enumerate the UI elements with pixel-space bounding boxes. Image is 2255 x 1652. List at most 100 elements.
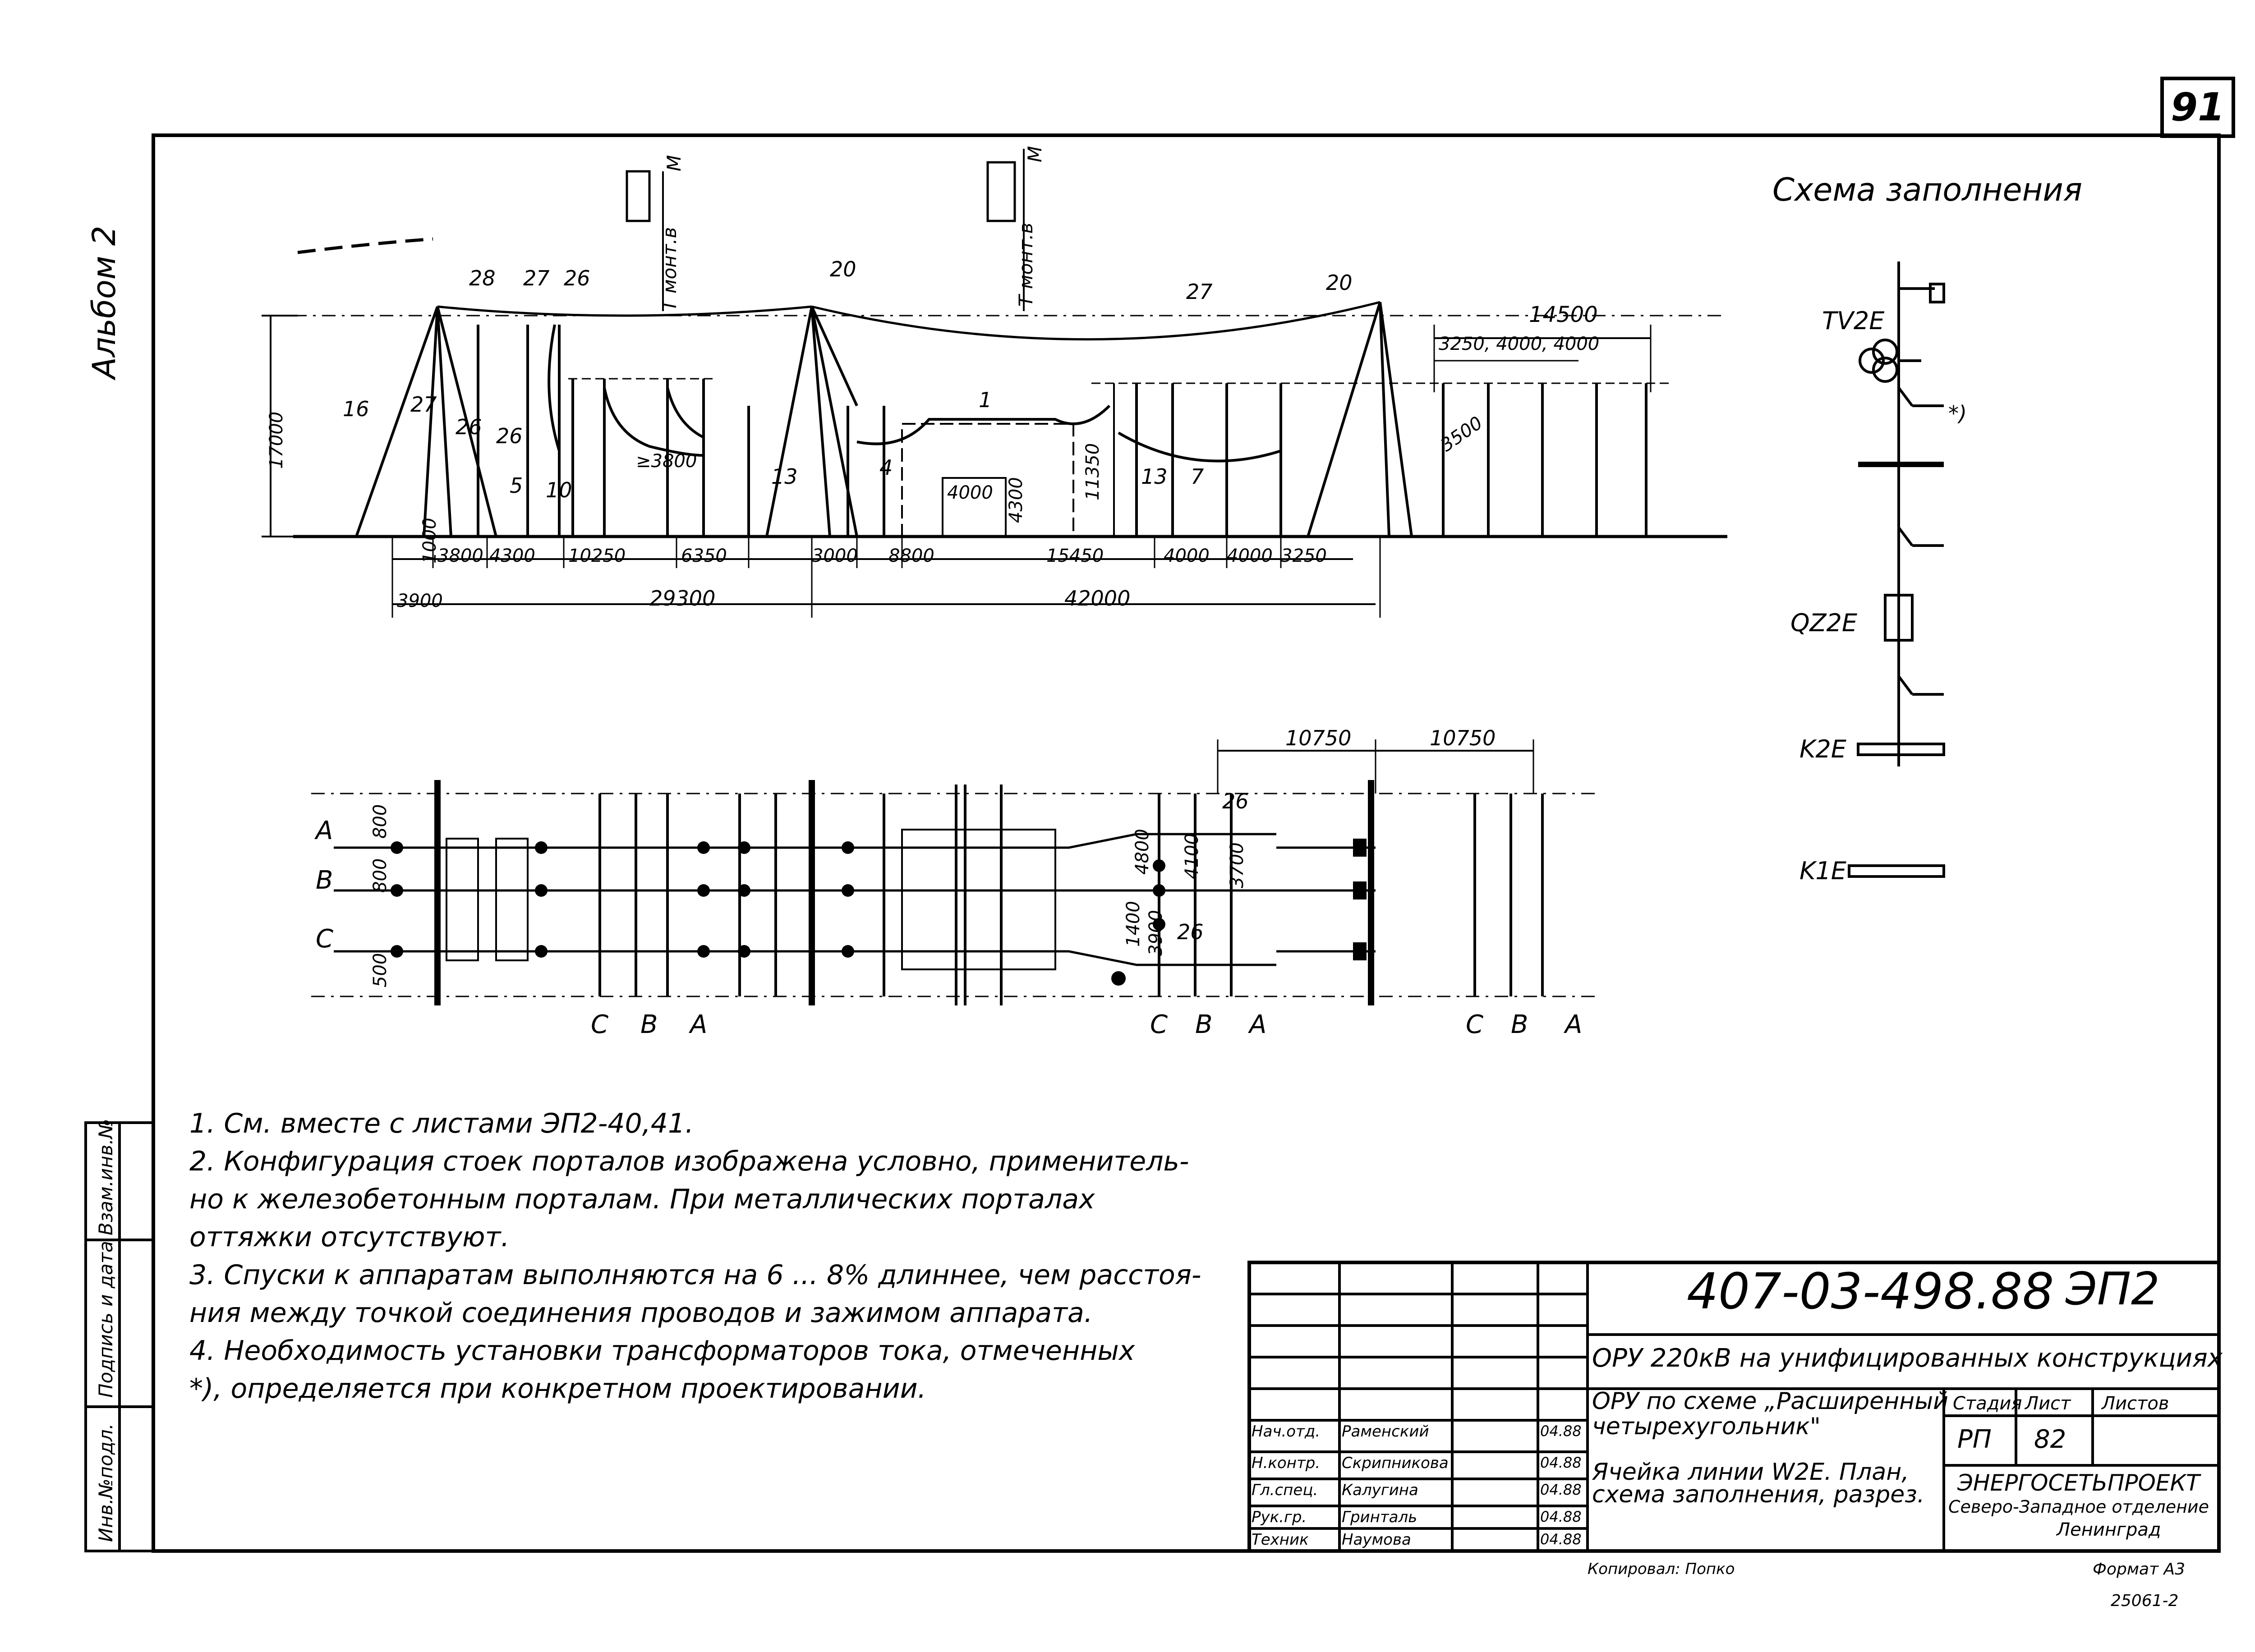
phase-label: C	[591, 1010, 609, 1039]
role: Н.контр.	[1252, 1454, 1321, 1472]
item-label: 27	[1186, 280, 1213, 304]
note-line: 3. Спуски к аппаратам выполняются на 6 .…	[189, 1259, 1201, 1291]
dim-plan-500: 500	[370, 953, 391, 987]
scheme-name: ОРУ по схеме „Расширенный четырехугольни…	[1592, 1388, 1948, 1440]
dim-10750-b: 10750	[1430, 726, 1496, 750]
note-line: ния между точкой соединения проводов и з…	[189, 1297, 1093, 1329]
org-city: Ленинград	[2057, 1519, 2161, 1540]
phase-label: A	[1249, 1010, 1267, 1039]
person-name: Раменский	[1342, 1423, 1429, 1441]
section-view	[262, 149, 1727, 618]
role: Рук.гр.	[1252, 1508, 1307, 1526]
object-name: ОРУ 220кВ на унифицированных конструкция…	[1592, 1344, 2223, 1373]
dim-plan-4800: 4800	[1132, 829, 1153, 875]
dim-bottom-0: 3800	[437, 546, 483, 566]
note-line: 4. Необходимость установки трансформатор…	[189, 1335, 1135, 1367]
scheme-qz2e: QZ2E	[1790, 609, 1857, 637]
sheets-header: Листов	[2102, 1393, 2169, 1414]
item-label: 10	[546, 478, 572, 502]
scheme-k1e: K1E	[1799, 857, 1846, 885]
sheet-frame	[152, 133, 2221, 1553]
note-line: 1. См. вместе с листами ЭП2-40,41.	[189, 1108, 694, 1139]
dim-4300: 4300	[1006, 477, 1026, 523]
phase-label: C	[316, 924, 334, 954]
sheet-header: Лист	[2025, 1393, 2071, 1414]
item-label: 27	[523, 266, 550, 290]
dim-42000: 42000	[1064, 586, 1131, 610]
dim-14500: 14500	[1529, 302, 1598, 327]
copied-by: Копировал: Попко	[1588, 1560, 1735, 1578]
scheme-title: Схема заполнения	[1772, 171, 2082, 208]
mount-mark: Т монт.в	[1015, 222, 1037, 307]
dim-bottom-3: 6350	[681, 546, 727, 566]
person-date: 04.88	[1540, 1454, 1582, 1471]
phase-label: A	[690, 1010, 708, 1039]
dim-1000: 1000	[419, 518, 440, 564]
item-label: 20	[830, 257, 856, 281]
person-date: 04.88	[1540, 1423, 1582, 1440]
item-label: 27	[410, 392, 437, 417]
item-label: 1	[979, 388, 992, 412]
dim-bottom-8: 4000	[1227, 546, 1273, 566]
dim-plan-4100: 4100	[1182, 833, 1202, 879]
dim-bottom-4: 3000	[812, 546, 858, 566]
role: Техник	[1252, 1531, 1309, 1549]
doc-code: 407-03-498.88	[1687, 1262, 2054, 1320]
mount-mark-m: М	[1024, 146, 1046, 162]
person-name: Скрипникова	[1342, 1454, 1449, 1472]
item-label: 4	[879, 455, 893, 480]
phase-label: C	[1466, 1010, 1484, 1039]
dim-plan-3700: 3700	[1227, 842, 1247, 888]
org-name: ЭНЕРГОСЕТЬПРОЕКТ	[1957, 1470, 2200, 1496]
phase-label: B	[1195, 1010, 1213, 1039]
person-date: 04.88	[1540, 1531, 1582, 1548]
role: Гл.спец.	[1252, 1481, 1318, 1499]
phase-label: C	[1150, 1010, 1168, 1039]
phase-label: B	[316, 866, 333, 895]
dim-bottom-1: 4300	[489, 546, 535, 566]
footer-number: 25061-2	[2111, 1592, 2179, 1610]
dim-3900: 3900	[397, 591, 443, 611]
org-branch: Северо-Западное отделение	[1948, 1497, 2209, 1517]
scheme-k2e: K2E	[1799, 735, 1846, 763]
side-stamp-replace: Взам.инв.№	[95, 1119, 117, 1235]
dim-plan-1400: 1400	[1123, 901, 1144, 947]
phase-label: B	[640, 1010, 658, 1039]
person-date: 04.88	[1540, 1481, 1582, 1498]
side-stamp-sign: Подпись и дата	[95, 1241, 117, 1398]
side-stamp-inv: Инв.№подл.	[95, 1423, 117, 1542]
phase-label: B	[1511, 1010, 1528, 1039]
item-label: 26	[496, 424, 523, 448]
note-line: оттяжки отсутствуют.	[189, 1221, 510, 1253]
mount-mark: Т монт.в	[658, 227, 681, 311]
dim-bottom-6: 15450	[1046, 546, 1104, 566]
sheet-number: 91	[2160, 77, 2235, 138]
plan-view	[311, 739, 1597, 1005]
dim-17000: 17000	[266, 411, 287, 469]
mount-mark-m: М	[663, 155, 685, 171]
stage-value: РП	[1957, 1425, 1992, 1454]
note-line: *), определяется при конкретном проектир…	[189, 1373, 926, 1404]
title-block-frame	[1247, 1261, 2221, 1553]
person-date: 04.88	[1540, 1508, 1582, 1525]
stage-header: Стадия	[1953, 1393, 2022, 1414]
dim-plan-800: 800	[370, 804, 391, 839]
dim-3800: ≥3800	[636, 451, 697, 472]
phase-label: A	[1565, 1010, 1583, 1039]
notes: 1. См. вместе с листами ЭП2-40,41. 2. Ко…	[189, 1105, 1249, 1408]
item-label: 7	[1191, 464, 1204, 489]
dim-bottom-9: 3250	[1281, 546, 1327, 566]
plan-item-label: 26	[1177, 920, 1204, 944]
sheet-value: 82	[2034, 1425, 2066, 1454]
scheme-star: *)	[1948, 401, 1967, 426]
note-line: 2. Конфигурация стоек порталов изображен…	[189, 1146, 1189, 1177]
doc-section: ЭП2	[2066, 1262, 2160, 1315]
dim-3250-4000-4000: 3250, 4000, 4000	[1439, 334, 1600, 354]
person-name: Наумова	[1342, 1531, 1411, 1549]
item-label: 13	[771, 464, 798, 489]
album-label: Альбом 2	[86, 225, 123, 379]
person-name: Калугина	[1342, 1481, 1418, 1499]
role: Нач.отд.	[1252, 1423, 1321, 1441]
dim-plan-800b: 800	[370, 858, 391, 893]
dim-plan-3900: 3900	[1146, 910, 1166, 956]
